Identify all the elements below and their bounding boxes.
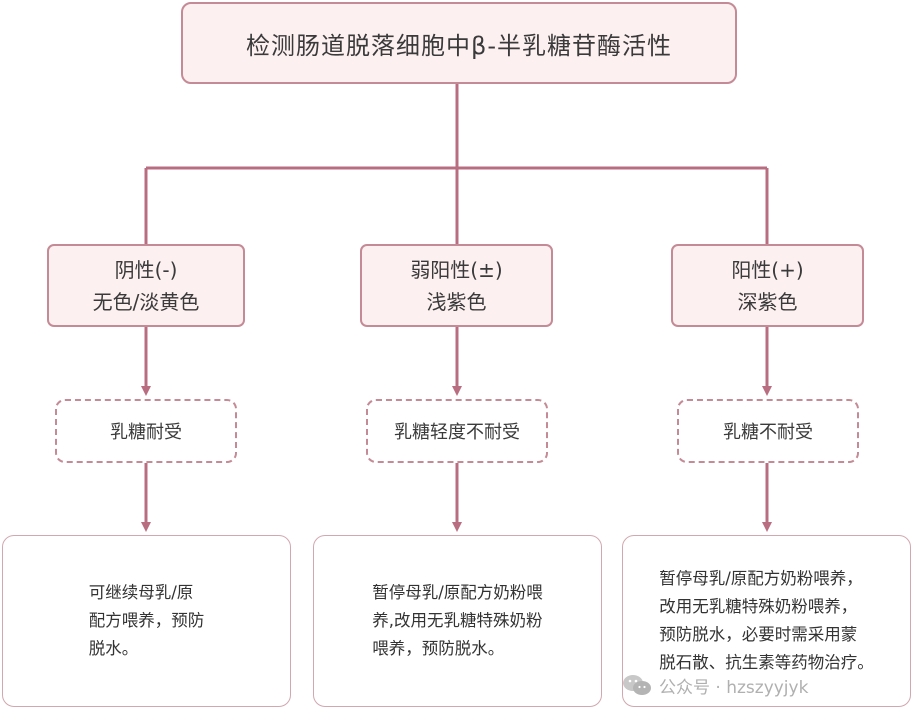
advice-line: 脱石散、抗生素等药物治疗。 <box>659 653 874 672</box>
title-box: 检测肠道脱落细胞中β-半乳糖苷酶活性 <box>181 2 737 84</box>
advice-line: 脱水。 <box>88 639 139 658</box>
advice-line: 暂停母乳/原配方奶粉喂 <box>372 583 543 602</box>
title-text: 检测肠道脱落细胞中β-半乳糖苷酶活性 <box>246 31 672 60</box>
result-color: 无色/淡黄色 <box>92 289 200 314</box>
result-label: 阳性(+) <box>731 257 804 282</box>
advice-line: 配方喂养，预防 <box>88 611 205 630</box>
diagnosis-box-tolerant: 乳糖耐受 <box>55 399 237 463</box>
diagnosis-text: 乳糖耐受 <box>110 422 182 443</box>
diagnosis-box-mild: 乳糖轻度不耐受 <box>366 399 548 463</box>
advice-box-intolerant: 暂停母乳/原配方奶粉喂养， 改用无乳糖特殊奶粉喂养， 预防脱水，必要时需采用蒙 … <box>622 535 911 707</box>
result-color: 深紫色 <box>737 289 798 314</box>
result-label: 弱阳性(±) <box>410 257 503 282</box>
result-box-positive: 阳性(+) 深紫色 <box>671 244 864 327</box>
wechat-icon <box>623 675 651 695</box>
advice-box-tolerant: 可继续母乳/原 配方喂养，预防 脱水。 <box>2 535 291 707</box>
watermark: 公众号 · hzszyyjyk <box>621 670 808 700</box>
advice-box-mild: 暂停母乳/原配方奶粉喂 养,改用无乳糖特殊奶粉 喂养，预防脱水。 <box>313 535 602 707</box>
advice-line: 暂停母乳/原配方奶粉喂养， <box>659 569 863 588</box>
diagnosis-box-intolerant: 乳糖不耐受 <box>677 399 859 463</box>
advice-line: 改用无乳糖特殊奶粉喂养， <box>659 597 858 616</box>
result-label: 阴性(-) <box>114 257 178 282</box>
watermark-text: 公众号 · hzszyyjyk <box>659 677 809 698</box>
diagnosis-text: 乳糖轻度不耐受 <box>394 422 520 443</box>
result-box-weak-positive: 弱阳性(±) 浅紫色 <box>360 244 553 327</box>
diagnosis-text: 乳糖不耐受 <box>723 422 813 443</box>
result-box-negative: 阴性(-) 无色/淡黄色 <box>47 244 245 327</box>
result-color: 浅紫色 <box>426 289 487 314</box>
advice-line: 预防脱水，必要时需采用蒙 <box>659 625 858 644</box>
advice-line: 养,改用无乳糖特殊奶粉 <box>372 611 543 630</box>
advice-line: 可继续母乳/原 <box>88 583 194 602</box>
advice-line: 喂养，预防脱水。 <box>372 639 505 658</box>
